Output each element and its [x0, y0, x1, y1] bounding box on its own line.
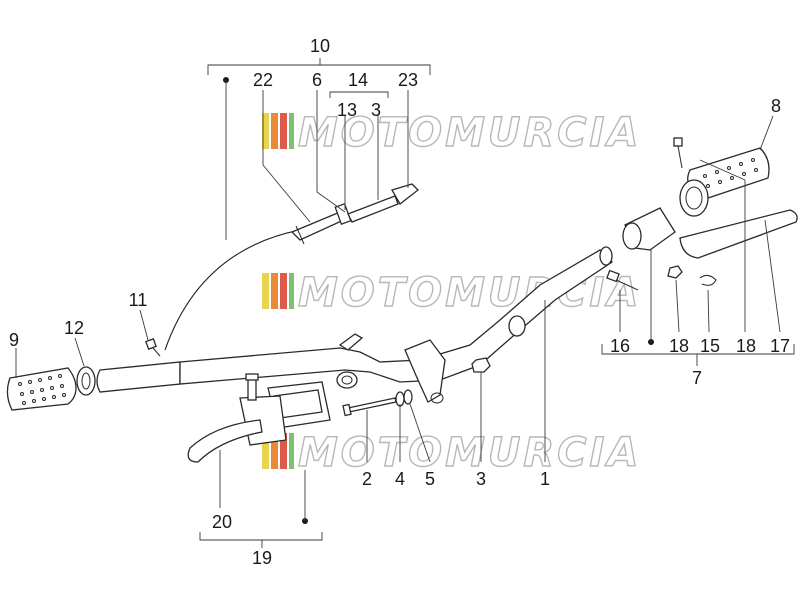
left-brake-assembly — [187, 373, 331, 463]
watermark-bottom: MOTOMURCIA — [262, 429, 641, 477]
svg-text:MOTOMURCIA: MOTOMURCIA — [298, 110, 641, 156]
throttle-cable — [164, 183, 419, 351]
callout-23: 23 — [398, 70, 418, 90]
callout-11: 11 — [129, 290, 148, 310]
callout-numbers: 10 22 6 14 23 13 3 8 11 12 9 16 18 15 18… — [9, 36, 790, 568]
svg-text:MOTOMURCIA: MOTOMURCIA — [298, 430, 641, 476]
callout-18-right: 18 — [736, 336, 756, 356]
screw — [145, 338, 161, 357]
callout-7: 7 — [692, 368, 702, 388]
handlebar-tube — [96, 246, 614, 404]
callout-18-left: 18 — [669, 336, 689, 356]
callout-4: 4 — [395, 469, 405, 489]
callout-20: 20 — [212, 512, 232, 532]
callout-6: 6 — [312, 70, 322, 90]
callout-10: 10 — [310, 36, 330, 56]
callout-22: 22 — [253, 70, 273, 90]
callout-16: 16 — [610, 336, 630, 356]
bolt-and-washers — [342, 389, 413, 417]
watermark-top: MOTOMURCIA — [262, 109, 641, 157]
callout-1: 1 — [540, 469, 550, 489]
nut — [471, 357, 491, 373]
callout-13: 13 — [337, 100, 357, 120]
callout-9: 9 — [9, 330, 19, 350]
washer — [76, 366, 96, 396]
callout-3: 3 — [476, 469, 486, 489]
callout-19: 19 — [252, 548, 272, 568]
callout-3-top: 3 — [371, 100, 381, 120]
callout-5: 5 — [425, 469, 435, 489]
left-grip — [6, 367, 77, 411]
right-lever-bracket — [606, 137, 717, 291]
callout-8: 8 — [771, 96, 781, 116]
callout-17: 17 — [770, 336, 790, 356]
callout-15: 15 — [700, 336, 720, 356]
callout-14: 14 — [348, 70, 368, 90]
callout-12: 12 — [64, 318, 84, 338]
right-brake-lever — [679, 209, 798, 259]
right-grip — [679, 147, 770, 217]
leader-lines — [15, 58, 795, 548]
callout-2: 2 — [362, 469, 372, 489]
